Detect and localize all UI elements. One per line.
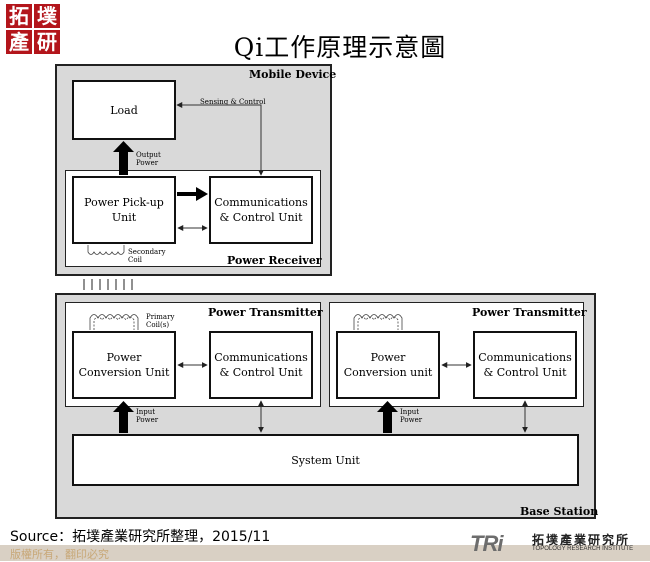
secondary-coil-icon [87,245,125,255]
receiver-comm-line-2: & Control Unit [219,211,303,224]
transmitter-2-input-power-label: Input Power [400,408,422,424]
receiver-comm-line-1: Communications [214,196,308,209]
system-unit-label: System Unit [291,453,360,467]
coupling-marks [83,279,133,290]
transmitter-1-conversion-box: Power Conversion Unit [72,331,176,399]
transmitter-2-conversion-line-2: Conversion unit [343,366,433,379]
brand-logo: TRi 拓墣產業研究所 TOPOLOGY RESEARCH INSTITUTE [470,531,645,557]
primary-coil-line-2: Coil(s) [146,321,170,329]
transmitter-2-comm-line-1: Communications [478,351,572,364]
load-label: Load [110,103,138,117]
brand-name-en: TOPOLOGY RESEARCH INSTITUTE [532,546,634,552]
primary-coil-2-icon [353,314,403,330]
transmitter-1-input-power-line-2: Power [136,416,159,424]
transmitter-1-conversion-line-2: Conversion Unit [78,366,170,379]
transmitter-1-comm-line-1: Communications [214,351,308,364]
pickup-to-comm-arrow [177,187,208,201]
logo-char-4: 研 [34,30,60,54]
transmitter-1-comm-line-2: & Control Unit [219,366,303,379]
output-power-arrow [113,141,134,175]
sensing-control-line [176,102,264,176]
primary-coil-line-1: Primary [146,313,175,321]
logo-char-2: 墣 [34,4,60,28]
power-pickup-line-1: Power Pick-up [84,196,164,209]
copyright-text: 版權所有，翻印必究 [10,548,109,561]
logo-char-1: 拓 [6,4,32,28]
footer-bar [0,545,650,561]
transmitter-2-input-power-line-2: Power [400,416,423,424]
power-pickup-box: Power Pick-up Unit [72,176,176,244]
secondary-coil-line-2: Coil [128,256,143,264]
transmitter-1-input-power-line-1: Input [136,408,156,416]
transmitter-1-conversion-line-1: Power [106,351,142,364]
primary-coil-label: Primary Coil(s) [146,313,174,329]
base-station-label: Base Station [520,505,599,518]
transmitter-1-label: Power Transmitter [208,306,323,319]
receiver-comm-box: Communications & Control Unit [209,176,313,244]
transmitter-2-conversion-box: Power Conversion unit [336,331,440,399]
transmitter-2-conversion-line-1: Power [370,351,406,364]
output-power-line-2: Power [136,159,159,167]
secondary-coil-line-1: Secondary [128,248,166,256]
page-title: Qi工作原理示意圖 [233,33,447,62]
system-unit-box: System Unit [72,434,579,486]
transmitter-2-input-arrow [377,401,398,433]
transmitter-1-input-power-label: Input Power [136,408,158,424]
mobile-device-label: Mobile Device [249,68,337,81]
transmitter-2-comm-line-2: & Control Unit [483,366,567,379]
transmitter-1-input-arrow [113,401,134,433]
secondary-coil-label: Secondary Coil [128,248,166,264]
transmitter-2-comm-box: Communications & Control Unit [473,331,577,399]
power-receiver-label: Power Receiver [227,254,322,267]
brand-name-cn: 拓墣產業研究所 [532,533,631,547]
transmitter-2-input-power-line-1: Input [400,408,420,416]
power-pickup-line-2: Unit [111,211,137,224]
transmitter-1-comm-box: Communications & Control Unit [209,331,313,399]
logo-char-3: 產 [6,30,32,54]
brand-mark: TRi [470,531,503,556]
transmitter-2-label: Power Transmitter [472,306,587,319]
primary-coil-1-icon [89,314,139,330]
source-caption: Source：拓墣產業研究所整理，2015/11 [10,529,271,545]
output-power-line-1: Output [136,151,161,159]
output-power-label: Output Power [136,151,161,167]
load-box: Load [72,80,176,140]
